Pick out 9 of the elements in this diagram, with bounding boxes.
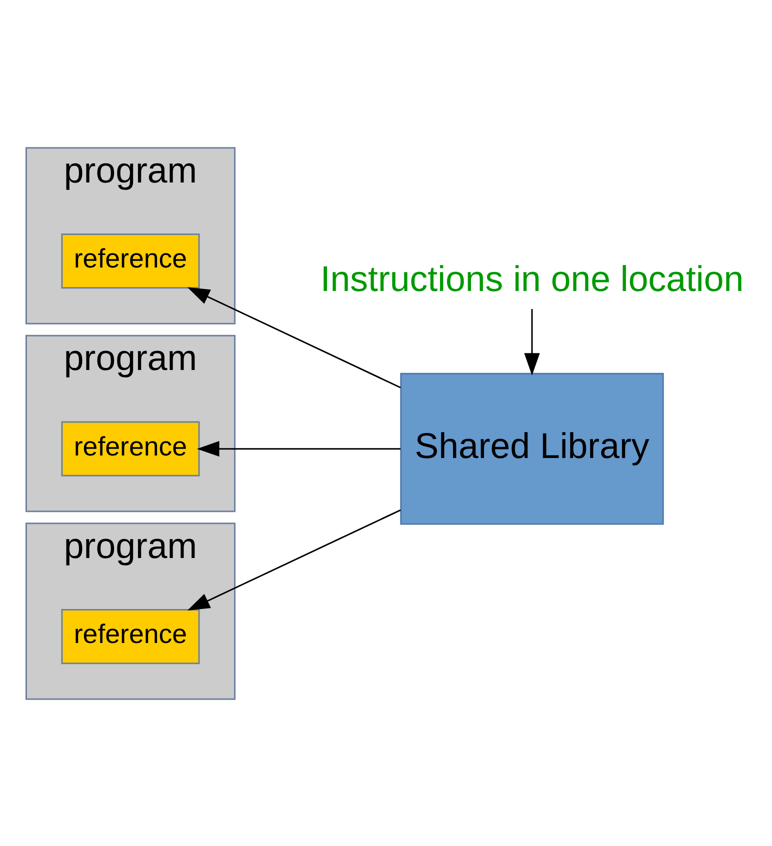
arrow [196,440,401,456]
node-text: Instructions in one location [320,258,744,299]
node-box: Shared Library [400,372,664,524]
arrow [187,508,401,610]
node-box: reference [61,420,200,476]
node-box: reference [61,608,200,664]
arrow [524,308,540,375]
node-box: reference [61,233,200,288]
arrow [187,286,401,388]
